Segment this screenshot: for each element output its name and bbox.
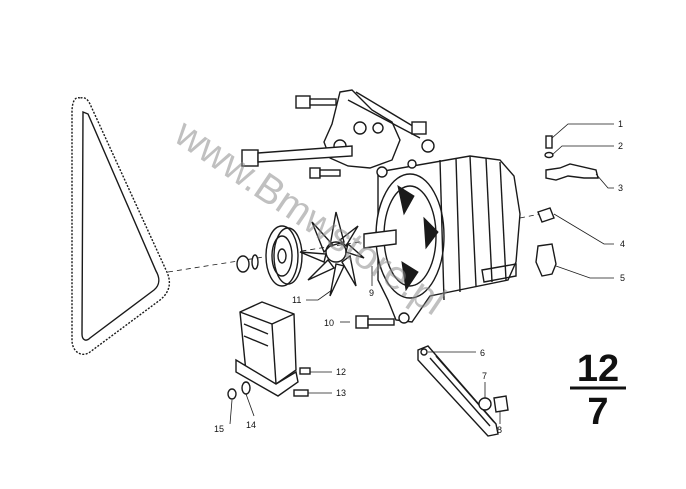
- nut-15: [227, 388, 237, 400]
- callout-12: 12: [336, 367, 346, 377]
- short-bolt: [309, 167, 341, 179]
- bolt-8: [493, 395, 509, 413]
- callout-8: 8: [497, 425, 502, 435]
- pulley-nut: [236, 254, 259, 273]
- plug-cap-5: [535, 243, 557, 277]
- clip-14: [241, 381, 251, 395]
- screw-13: [293, 389, 309, 397]
- callout-10: 10: [324, 318, 334, 328]
- callout-13: 13: [336, 388, 346, 398]
- callout-2: 2: [618, 141, 623, 151]
- callout-4: 4: [620, 239, 625, 249]
- alternator: [363, 155, 521, 324]
- regulator: [235, 301, 299, 397]
- bolt-10: [355, 315, 395, 329]
- callout-3: 3: [618, 183, 623, 193]
- pulley: [265, 225, 303, 287]
- callout-9: 9: [369, 288, 374, 298]
- washer-2: [544, 151, 554, 159]
- leader-lines: [229, 123, 614, 425]
- long-through-bolt: [241, 145, 353, 167]
- fan: [299, 211, 365, 297]
- callout-11: 11: [292, 295, 301, 305]
- callout-1: 1: [618, 119, 623, 129]
- callout-15: 15: [214, 424, 224, 434]
- top-bolt: [295, 95, 337, 109]
- group-number: 12 7: [570, 348, 626, 433]
- callout-6: 6: [480, 348, 485, 358]
- brush-holder-3: [545, 163, 599, 181]
- axis-line-right: [519, 213, 541, 219]
- bracket-nut: [411, 121, 435, 153]
- callout-7: 7: [482, 371, 487, 381]
- drive-belt: [71, 96, 171, 356]
- callout-14: 14: [246, 420, 256, 430]
- group-number-top: 12: [577, 348, 619, 390]
- callouts: 1 2 3 4 5 6 7 8 9 10 11 12 13 14 15: [214, 119, 625, 435]
- group-number-bottom: 7: [587, 391, 608, 433]
- adjusting-bracket: [417, 345, 499, 437]
- terminal-nut-4: [537, 207, 555, 223]
- screw-12: [299, 367, 311, 375]
- screw-1: [545, 135, 553, 149]
- washer-7: [478, 397, 492, 411]
- callout-5: 5: [620, 273, 625, 283]
